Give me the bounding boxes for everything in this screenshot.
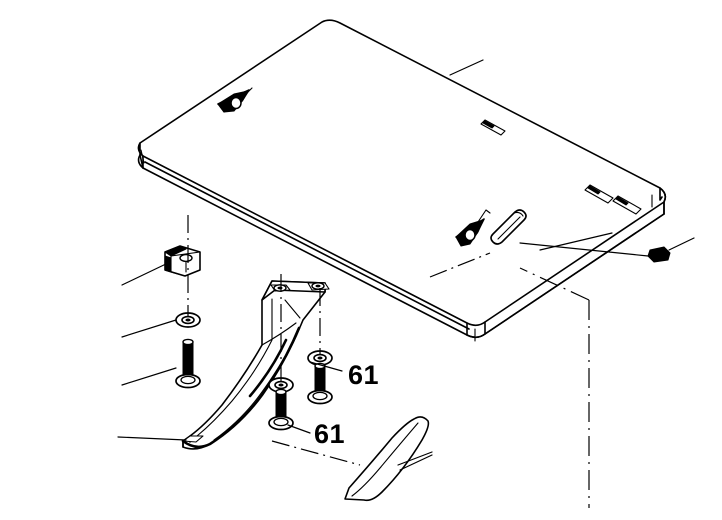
leader-hook-right	[539, 232, 613, 251]
panel-rib-3	[612, 195, 642, 215]
bracket-ear-right	[307, 282, 330, 291]
trim-strip	[344, 416, 430, 502]
panel-hook-left	[217, 87, 253, 113]
leader-pin	[519, 242, 649, 257]
panel-pin	[490, 209, 527, 245]
leader-panel	[449, 59, 484, 76]
callout-61-lower: 61	[314, 419, 346, 449]
leader-set-screw	[668, 237, 695, 251]
main-panel	[137, 19, 667, 342]
panel-rib-1	[480, 119, 506, 136]
leader-lines	[117, 262, 433, 471]
bolt-left	[175, 338, 201, 389]
panel-rib-2	[584, 184, 614, 204]
set-screw	[647, 246, 671, 263]
callout-61-upper: 61	[348, 360, 380, 390]
panel-hook-right	[455, 209, 491, 247]
center-lines	[187, 215, 590, 508]
clip-nut	[164, 245, 201, 277]
bolt-mid	[268, 388, 294, 431]
washer-left	[175, 312, 201, 328]
washer-right	[307, 350, 333, 366]
